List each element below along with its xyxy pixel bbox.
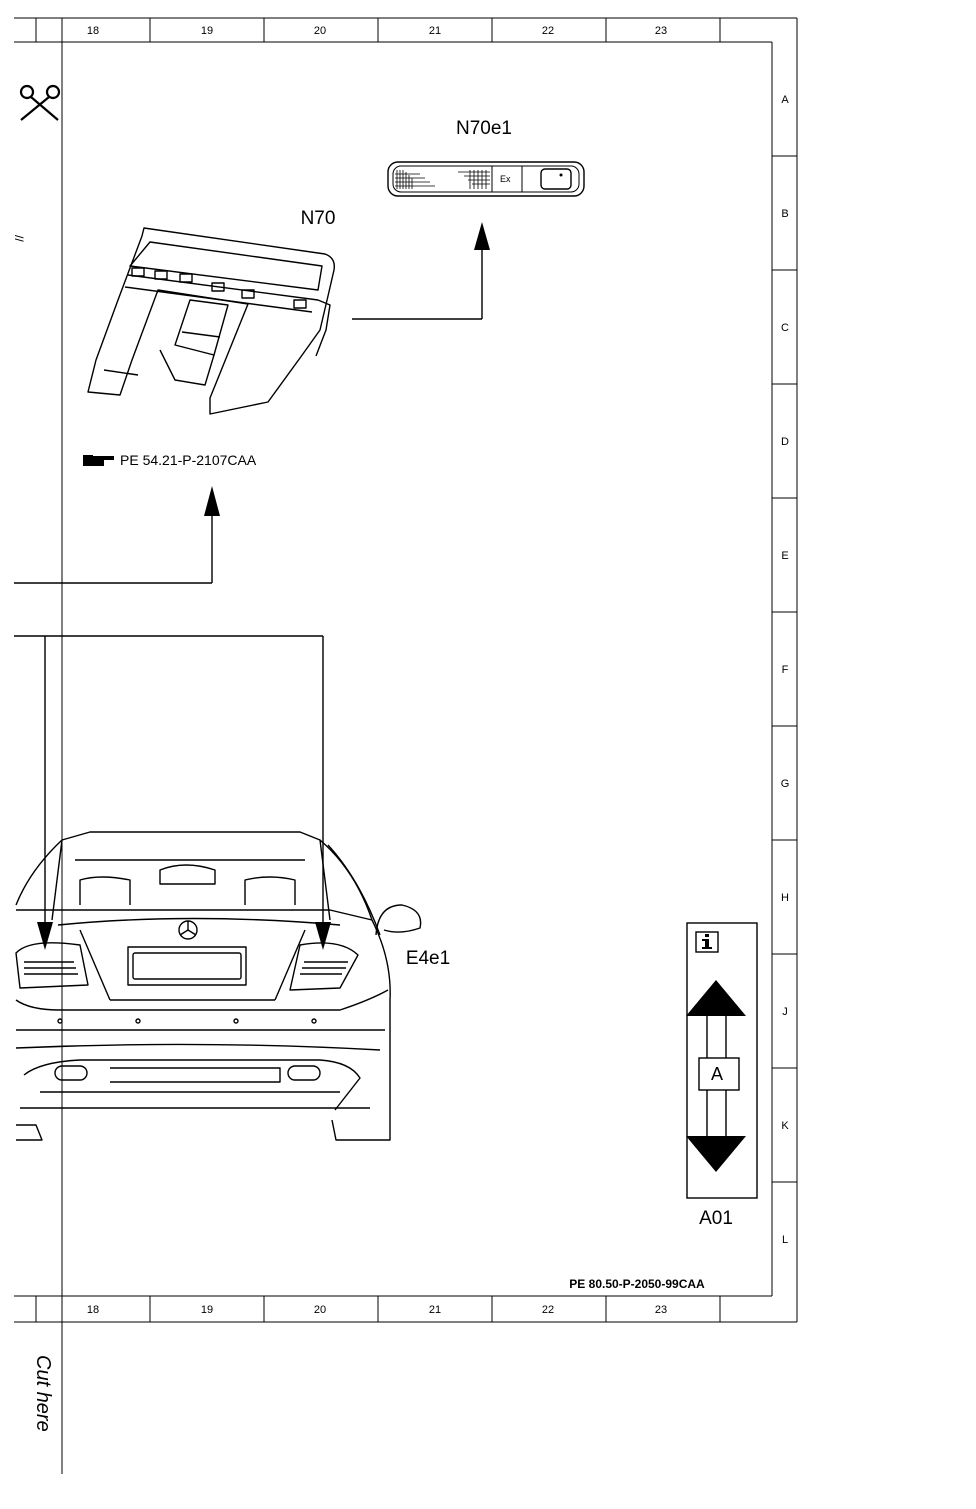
pointing-hand-icon xyxy=(83,455,114,466)
switch-ex-label: Ex xyxy=(500,174,511,184)
cut-here-label: Cut here xyxy=(32,1355,54,1432)
arrow-down-icon xyxy=(686,1136,746,1172)
sheet-frame xyxy=(14,17,798,1323)
grid-columns-top: 18 19 20 21 22 23 xyxy=(87,25,667,37)
grid-column-label: 23 xyxy=(655,25,667,37)
label-n70: N70 xyxy=(301,208,336,229)
scissors-icon xyxy=(19,84,61,121)
grid-column-label: 20 xyxy=(314,25,326,37)
n70-overhead-module xyxy=(87,227,335,415)
arrow-down-e4e1-right xyxy=(315,922,331,950)
grid-row-label: A xyxy=(781,94,789,106)
arrow-down-e4e1-left xyxy=(37,922,53,950)
label-e4e1: E4e1 xyxy=(406,948,450,969)
grid-column-label: 23 xyxy=(655,1304,667,1316)
label-a01: A01 xyxy=(699,1208,733,1229)
n70e1-switch: Ex xyxy=(387,161,585,197)
arrow-up-n70 xyxy=(204,486,220,516)
grid-row-label: K xyxy=(781,1120,789,1132)
column-dividers xyxy=(149,18,607,1322)
page-mark: // xyxy=(12,235,26,242)
grid-column-label: 18 xyxy=(87,1304,99,1316)
a01-legend: A xyxy=(686,922,758,1199)
grid-row-label: H xyxy=(781,892,789,904)
info-icon xyxy=(695,931,719,953)
grid-row-label: E xyxy=(781,550,788,562)
car-rear-view xyxy=(15,831,422,1141)
reference-n70: PE 54.21-P-2107CAA xyxy=(83,452,257,468)
grid-column-label: 21 xyxy=(429,25,441,37)
grid-column-label: 22 xyxy=(542,25,554,37)
grid-row-label: D xyxy=(781,436,789,448)
grid-column-label: 18 xyxy=(87,25,99,37)
a-box-label: A xyxy=(711,1064,723,1084)
label-n70e1: N70e1 xyxy=(456,118,512,139)
arrow-up-n70e1 xyxy=(474,222,490,250)
grid-column-label: 21 xyxy=(429,1304,441,1316)
grid-row-label: L xyxy=(782,1234,788,1246)
grid-row-label: F xyxy=(782,664,789,676)
grid-row-label: G xyxy=(781,778,790,790)
grid-column-label: 22 xyxy=(542,1304,554,1316)
grid-column-label: 19 xyxy=(201,1304,213,1316)
arrow-up-icon xyxy=(686,980,746,1016)
grid-row-label: C xyxy=(781,322,789,334)
document-reference: PE 80.50-P-2050-99CAA xyxy=(569,1277,705,1291)
row-dividers xyxy=(772,155,797,1183)
grid-column-label: 20 xyxy=(314,1304,326,1316)
grid-column-label: 19 xyxy=(201,25,213,37)
reference-n70-text: PE 54.21-P-2107CAA xyxy=(120,452,257,468)
grid-row-label: J xyxy=(782,1006,788,1018)
grid-row-label: B xyxy=(781,208,788,220)
grid-columns-bottom: 18 19 20 21 22 23 xyxy=(87,1304,667,1316)
grid-rows: A B C D E F G H J K L xyxy=(781,94,790,1246)
